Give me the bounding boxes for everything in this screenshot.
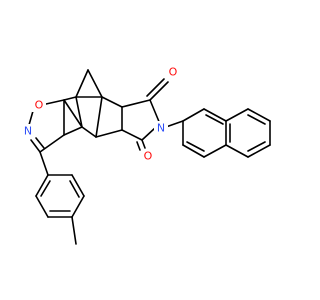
bond xyxy=(28,110,34,126)
bond xyxy=(30,139,41,153)
bond xyxy=(75,69,89,98)
label-background xyxy=(166,65,180,79)
bond xyxy=(203,108,227,122)
bond xyxy=(35,174,49,197)
atom-oxygen-carbonyl-bottom: O xyxy=(141,149,155,163)
label-background xyxy=(21,124,35,138)
bond xyxy=(146,78,165,97)
atom-oxygen-isoxazoline: O xyxy=(32,98,46,112)
bond xyxy=(225,144,249,158)
atom-nitrogen-imide: N xyxy=(154,121,168,135)
bond xyxy=(141,139,146,149)
bond xyxy=(247,144,271,158)
bond xyxy=(95,129,123,138)
bond xyxy=(39,151,49,176)
atom-label-o-isox: O xyxy=(35,99,44,112)
bond xyxy=(182,144,205,158)
bond xyxy=(63,96,77,101)
bond xyxy=(63,99,83,128)
atom-labels: O N O O N xyxy=(21,65,180,163)
bond xyxy=(45,99,65,105)
bond xyxy=(75,96,83,128)
bond xyxy=(121,129,143,141)
atom-label-o-bottom: O xyxy=(144,150,153,163)
bond xyxy=(149,81,169,101)
bond xyxy=(141,127,156,141)
bond xyxy=(205,114,224,125)
bond xyxy=(39,134,65,153)
atom-label-n-imide: N xyxy=(157,122,165,135)
bond xyxy=(225,108,249,122)
atom-label-o-top: O xyxy=(169,66,178,79)
atom-oxygen-carbonyl-top: O xyxy=(166,65,180,79)
atom-nitrogen-isoxazoline: N xyxy=(21,124,35,138)
atom-label-n-isox: N xyxy=(24,125,32,138)
bond xyxy=(81,126,97,138)
bond xyxy=(63,126,83,136)
bond xyxy=(101,96,123,108)
bond-lines xyxy=(28,69,271,245)
bond xyxy=(71,195,85,218)
bond xyxy=(247,141,266,152)
bond xyxy=(87,69,103,98)
structure-diagram: O N O O N xyxy=(21,65,271,245)
bond xyxy=(35,195,49,218)
bond xyxy=(186,141,205,152)
bond xyxy=(149,99,161,125)
bond xyxy=(69,180,80,198)
bond xyxy=(182,108,205,122)
bond xyxy=(203,144,227,158)
label-background xyxy=(154,121,168,135)
label-background xyxy=(32,98,46,112)
bond xyxy=(71,174,85,197)
bond xyxy=(95,96,103,138)
label-background xyxy=(141,149,155,163)
bond xyxy=(136,141,141,151)
bond xyxy=(35,137,45,149)
bond xyxy=(121,99,151,108)
bond xyxy=(247,114,266,125)
bond xyxy=(71,216,77,245)
bond xyxy=(247,108,271,122)
bond xyxy=(40,180,51,197)
